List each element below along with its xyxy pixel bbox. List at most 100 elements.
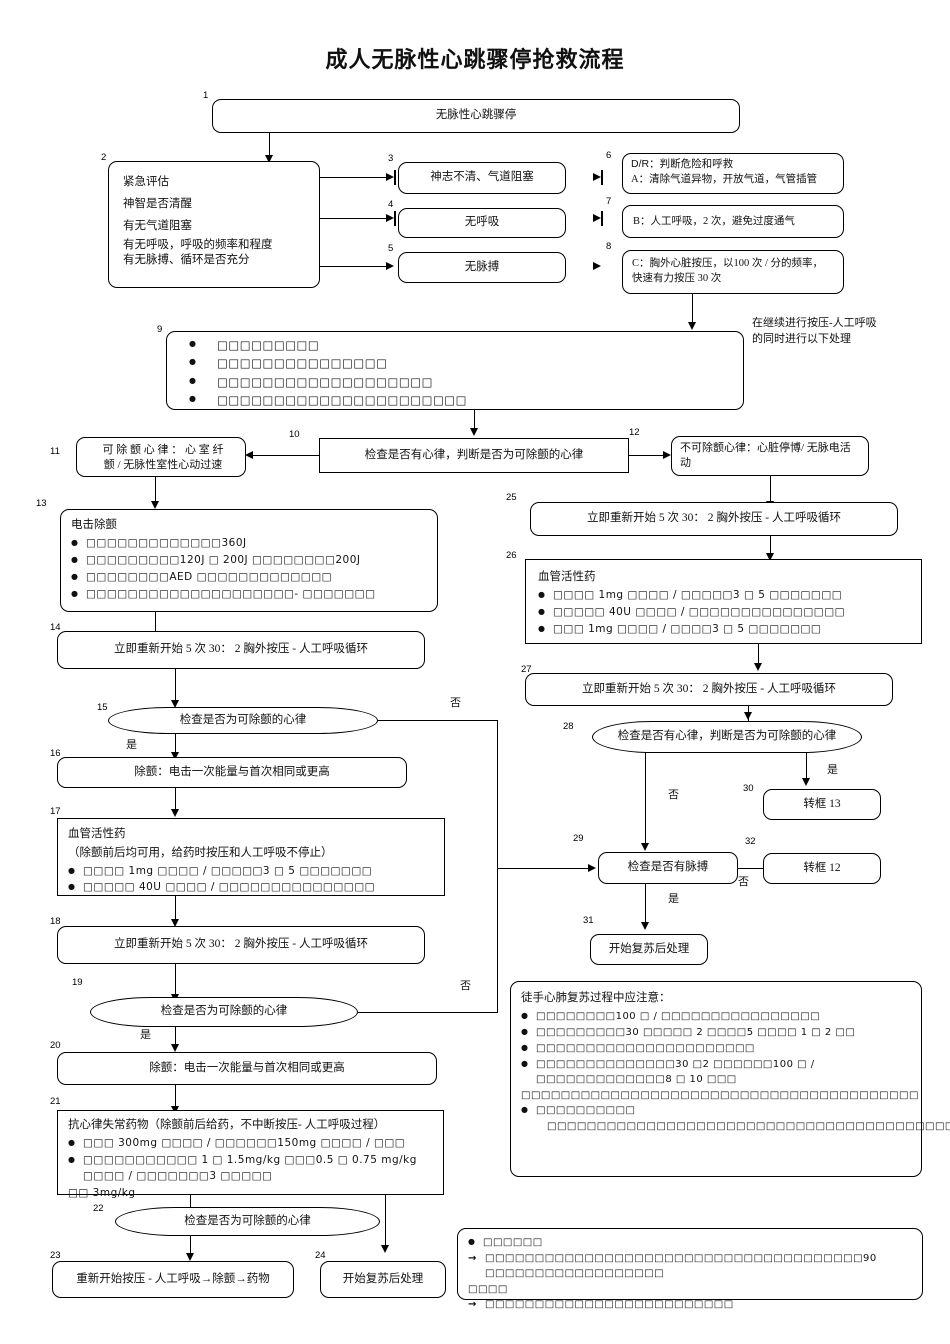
node-28-check-rhythm[interactable]: 检查是否有心律，判断是否为可除颤的心律 <box>592 721 862 753</box>
label-29-no: 否 <box>738 876 749 888</box>
node-29-check-pulse[interactable]: 检查是否有脉搏 <box>598 852 738 884</box>
node-7-rescue-breaths[interactable]: B：人工呼吸，2 次，避免过度通气 <box>622 205 844 238</box>
node-8-chest-compressions[interactable]: C：胸外心脏按压，以100 次 / 分的频率， 快速有力按压 30 次 <box>622 250 844 294</box>
node-19-check-shockable[interactable]: 检查是否为可除颤的心律 <box>90 997 358 1027</box>
node-26-bullet-2: □□□ 1mg □□□□ / □□□□3 □ 5 □□□□□□□ <box>538 622 915 638</box>
node-13-bullet-0: □□□□□□□□□□□□□360J <box>71 536 431 552</box>
node-15-check-shockable[interactable]: 检查是否为可除颤的心律 <box>108 707 378 734</box>
node-23-restart-cycle[interactable]: 重新开始按压 - 人工呼吸→除颤→药物 <box>52 1261 294 1298</box>
footnote-arrow-list-2: □□□□□□□□□□□□□□□□□□□□□□□□□ <box>468 1297 914 1312</box>
node-5-no-pulse[interactable]: 无脉搏 <box>398 252 566 283</box>
notes-bullet-list-2: □□□□□□□□□□ <box>521 1103 913 1118</box>
arrowhead-19-to-20 <box>171 1044 179 1052</box>
arrowhead-10-to-11 <box>245 451 253 459</box>
page-title: 成人无脉性心跳骤停抢救流程 <box>325 47 625 72</box>
edge-20-to-21 <box>175 1085 177 1109</box>
node-number-32: 32 <box>745 836 756 847</box>
label-29-yes: 是 <box>668 893 679 905</box>
edge-19-to-20 <box>175 1027 177 1047</box>
node-17-bullet-list: □□□□ 1mg □□□□ / □□□□□3 □ 5 □□□□□□□ □□□□□… <box>68 864 438 897</box>
node-9-bullet-list: □□□□□□□□□ □□□□□□□□□□□□□□□ □□□□□□□□□□□□□□… <box>171 337 737 409</box>
node-13-bullet-3: □□□□□□□□□□□□□□□□□□□□- □□□□□□□ <box>71 587 431 603</box>
node-number-15: 15 <box>97 702 108 713</box>
node-10-label: 检查是否有心律，判断是否为可除颤的心律 <box>364 448 584 461</box>
node-27-resume-cpr[interactable]: 立即重新开始 5 次 30： 2 胸外按压 - 人工呼吸循环 <box>525 673 893 706</box>
edge-21-to-22 <box>190 1195 192 1213</box>
node-26-vasoactive-drugs[interactable]: 血管活性药 □□□□ 1mg □□□□ / □□□□□3 □ 5 □□□□□□□… <box>525 559 922 644</box>
node-25-resume-cpr[interactable]: 立即重新开始 5 次 30： 2 胸外按压 - 人工呼吸循环 <box>530 502 898 536</box>
node-17-vasoactive-drugs[interactable]: 血管活性药 （除颤前后均可用，给药时按压和人工呼吸不停止） □□□□ 1mg □… <box>57 818 445 896</box>
node-32-label: 转框 12 <box>803 861 841 874</box>
node-22-label: 检查是否为可除颤的心律 <box>184 1214 311 1227</box>
node-8-line-1: 快速有力按压 30 次 <box>632 272 722 284</box>
arrowhead-to-24 <box>381 1245 389 1253</box>
label-28-yes: 是 <box>827 764 838 776</box>
node-2-emergency-assessment[interactable]: 紧急评估 神智是否清醒 有无气道阻塞 有无呼吸，呼吸的频率和程度 有无脉搏、循环… <box>108 161 320 288</box>
edge-19-no <box>358 1012 497 1014</box>
node-number-27: 27 <box>521 664 532 675</box>
notes-continuation-line: □□□□□□□□□□□□□□□□□□□□□□□□□□□□□□□□□□□□□□□□ <box>521 1090 919 1102</box>
node-9-simultaneous-actions[interactable]: □□□□□□□□□ □□□□□□□□□□□□□□□ □□□□□□□□□□□□□□… <box>166 331 744 410</box>
node-11-shockable-rhythm[interactable]: 可 除 颤 心 律 ： 心 室 纤 颤 / 无脉性室性心动过速 <box>76 437 246 477</box>
node-number-25: 25 <box>506 492 517 503</box>
node-16-label: 除颤：电击一次能量与首次相同或更高 <box>134 765 330 778</box>
node-16-defib-shock[interactable]: 除颤：电击一次能量与首次相同或更高 <box>57 757 407 788</box>
node-31-label: 开始复苏后处理 <box>608 942 690 955</box>
node-9-bullet-3: □□□□□□□□□□□□□□□□□□□□□□ <box>171 392 737 409</box>
edge-1-to-2 <box>269 133 271 157</box>
node-10-check-rhythm[interactable]: 检查是否有心律，判断是否为可除颤的心律 <box>319 438 629 473</box>
node-9-bullet-0: □□□□□□□□□ <box>171 337 737 354</box>
arrowhead-8-to-9 <box>688 322 696 330</box>
node-3-unconscious-airway-obstruction[interactable]: 神志不清、气道阻塞 <box>398 162 566 194</box>
node-6-line-0: D/R：判断危险和呼救 <box>631 158 734 170</box>
node-21-antiarrhythmic-drugs[interactable]: 抗心律失常药物（除颤前后给药，不中断按压- 人工呼吸过程） □□□ 300mg … <box>57 1110 444 1199</box>
tick-node-6 <box>601 170 603 185</box>
arrowhead-no-bus-to-29 <box>588 864 596 872</box>
node-number-18: 18 <box>50 916 61 927</box>
node-24-post-resuscitation[interactable]: 开始复苏后处理 <box>320 1261 446 1298</box>
node-number-7: 7 <box>606 196 612 207</box>
edge-2-to-3 <box>320 177 388 179</box>
tick-node-7 <box>601 211 603 226</box>
label-15-yes: 是 <box>126 739 137 751</box>
node-26-bullet-1: □□□□□ 40U □□□□ / □□□□□□□□□□□□□□□ <box>538 605 915 621</box>
node-21-continuation: □□ 3mg/kg <box>68 1186 136 1199</box>
footnote-box[interactable]: □□□□□□ □□□□□□□□□□□□□□□□□□□□□□□□□□□□□□□□□… <box>457 1228 923 1312</box>
notes-heading: 徒手心肺复苏过程中应注意： <box>521 992 671 1004</box>
node-14-resume-cpr[interactable]: 立即重新开始 5 次 30： 2 胸外按压 - 人工呼吸循环 <box>57 631 425 669</box>
node-number-16: 16 <box>50 748 61 759</box>
node-18-resume-cpr[interactable]: 立即重新开始 5 次 30： 2 胸外按压 - 人工呼吸循环 <box>57 926 425 964</box>
node-number-13: 13 <box>36 498 47 509</box>
arrowhead-29-to-31 <box>641 922 649 930</box>
node-4-no-breathing[interactable]: 无呼吸 <box>398 208 566 238</box>
node-number-20: 20 <box>50 1040 61 1051</box>
node-32-goto-box-12[interactable]: 转框 12 <box>763 853 881 884</box>
footnote-arrow-list: □□□□□□□□□□□□□□□□□□□□□□□□□□□□□□□□□□□□□□90… <box>468 1251 914 1281</box>
node-13-bullet-1: □□□□□□□□□120J □ 200J □□□□□□□□200J <box>71 553 431 569</box>
node-20-defib-shock[interactable]: 除颤：电击一次能量与首次相同或更高 <box>57 1052 437 1085</box>
node-number-23: 23 <box>50 1250 61 1261</box>
edge-26-to-27 <box>758 644 760 667</box>
arrowhead-25-to-26 <box>766 553 774 561</box>
node-22-check-shockable[interactable]: 检查是否为可除颤的心律 <box>115 1207 380 1236</box>
node-number-17: 17 <box>50 806 61 817</box>
node-1-cardiac-arrest[interactable]: 无脉性心跳骤停 <box>212 99 740 133</box>
arrowhead-16-to-17 <box>171 809 179 817</box>
label-19-no: 否 <box>460 980 471 992</box>
node-11-line-1: 颤 / 无脉性室性心动过速 <box>103 458 223 471</box>
node-27-label: 立即重新开始 5 次 30： 2 胸外按压 - 人工呼吸循环 <box>582 682 836 695</box>
node-6-danger-response-airway[interactable]: D/R：判断危险和呼救 A：清除气道异物，开放气道，气管插管 <box>622 153 844 194</box>
edge-21-to-24 <box>385 1195 387 1247</box>
node-29-label: 检查是否有脉搏 <box>627 861 709 874</box>
node-13-defibrillation[interactable]: 电击除颤 □□□□□□□□□□□□□360J □□□□□□□□□120J □ 2… <box>60 509 438 612</box>
node-30-goto-box-13[interactable]: 转框 13 <box>763 789 881 820</box>
node-12-non-shockable-rhythm[interactable]: 不可除颤心律：心脏停博/ 无脉电活 动 <box>671 436 869 476</box>
node-number-5: 5 <box>388 243 394 254</box>
edge-12-to-25 <box>770 476 772 504</box>
notes-box-cpr-cautions[interactable]: 徒手心肺复苏过程中应注意： □□□□□□□□100 □ / □□□□□□□□□□… <box>510 981 950 1177</box>
node-8-line-0: C：胸外心脏按压，以100 次 / 分的频率， <box>632 258 824 269</box>
node-31-post-resuscitation[interactable]: 开始复苏后处理 <box>590 934 708 965</box>
edge-2-to-5 <box>320 266 388 268</box>
node-number-8: 8 <box>606 241 612 252</box>
node-21-bullet-list: □□□ 300mg □□□□ / □□□□□□150mg □□□□ / □□□ … <box>68 1136 437 1184</box>
